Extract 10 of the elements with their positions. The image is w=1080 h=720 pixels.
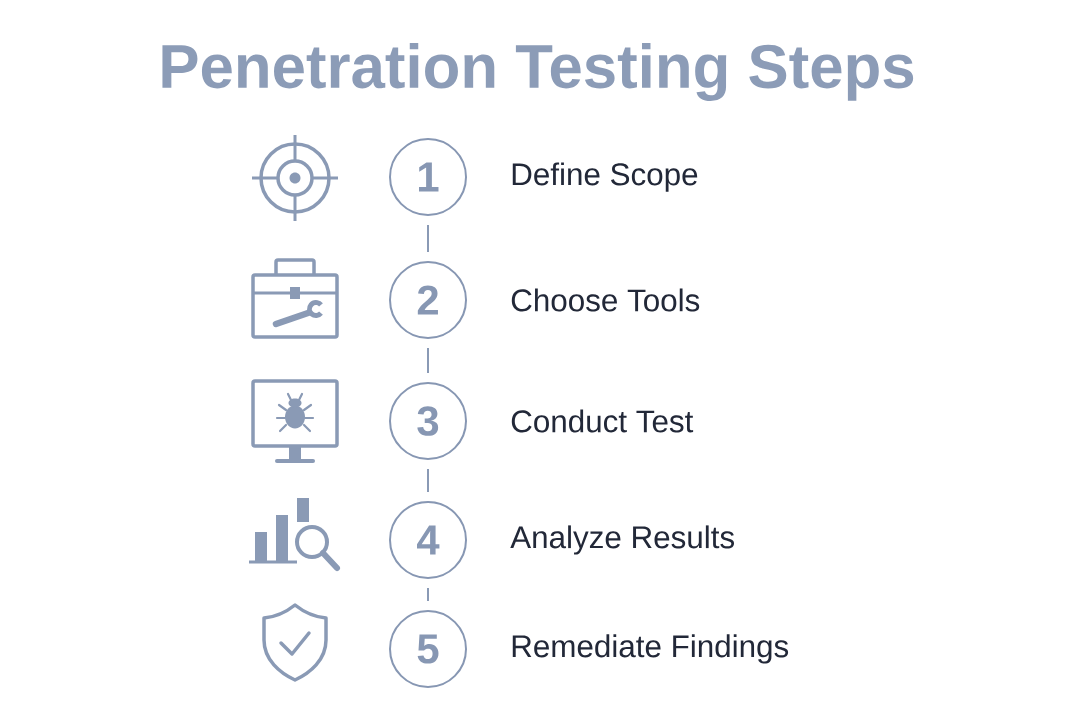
connector-line <box>427 587 429 602</box>
connector-line <box>427 224 429 253</box>
step-label: Analyze Results <box>510 525 734 555</box>
connector-line <box>427 347 429 374</box>
step-label: Remediate Findings <box>512 634 789 664</box>
step-label: Conduct Test <box>511 409 694 433</box>
title: Penetration Testing Steps <box>162 43 914 101</box>
connector-line <box>427 468 429 493</box>
step-label: Choose Tools <box>511 288 700 312</box>
step-label: Define Scope <box>512 162 698 192</box>
